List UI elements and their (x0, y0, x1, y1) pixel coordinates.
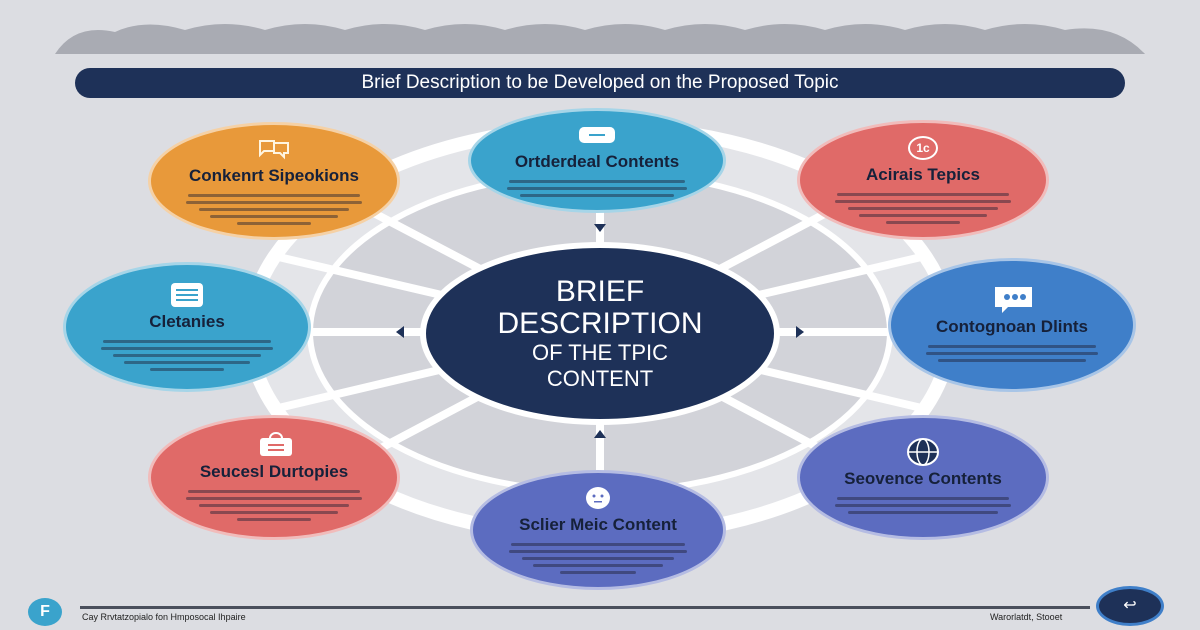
text-placeholder-line (835, 504, 1011, 507)
text-placeholder-line (236, 221, 312, 225)
text-placeholder-line (188, 193, 360, 197)
face-icon (578, 485, 618, 511)
text-placeholder-line (848, 511, 998, 514)
badge-text: 1c (908, 135, 938, 160)
text-placeholder-line (835, 199, 1011, 203)
topic-title: Seovence Contents (844, 469, 1002, 488)
topic-node: Sclier Meic Content (470, 470, 726, 590)
text-placeholder-line (532, 563, 664, 567)
text-placeholder-line (837, 497, 1009, 500)
text-placeholder-line (100, 346, 274, 350)
topic-title: Contognoan Dlints (935, 316, 1089, 336)
topic-node: Seucesl Durtopies (148, 415, 400, 540)
topic-title: Acirais Tepics (865, 164, 981, 184)
text-placeholder-line (123, 360, 251, 364)
footer-logo: F (28, 598, 62, 626)
text-placeholder-line (186, 497, 362, 500)
text-placeholder-line (927, 344, 1097, 348)
center-line: CONTENT (546, 365, 654, 391)
text-placeholder-line (199, 207, 349, 211)
topic-node: Seovence Contents (797, 415, 1049, 540)
text-placeholder-line (209, 511, 339, 514)
text-placeholder-line (848, 206, 998, 210)
text-placeholder-line (199, 504, 349, 507)
topic-node: Contognoan Dlints (888, 258, 1136, 392)
center-line: BRIEF (555, 274, 645, 308)
text-placeholder-line (509, 180, 685, 183)
text-placeholder-line (925, 351, 1099, 355)
cloud-banner (55, 24, 1145, 54)
text-placeholder-line (510, 542, 686, 546)
chat-bubbles-icon (254, 136, 294, 162)
topic-title: Sclier Meic Content (519, 514, 677, 534)
topic-node: Cletanies (63, 262, 311, 392)
document-icon (167, 282, 207, 308)
text-placeholder-line (150, 367, 224, 371)
text-placeholder-line (102, 339, 272, 343)
arrow-markers (396, 224, 804, 438)
topic-node: Ortderdeal Contents (468, 108, 726, 213)
text-placeholder-line (858, 213, 988, 217)
tag-icon (577, 122, 617, 148)
footer-right-text: Warorlatdt, Stooet (990, 612, 1063, 622)
footer-badge-icon: ↩︎ (1096, 586, 1164, 626)
topic-title: Cletanies (149, 311, 225, 331)
bag-icon (254, 432, 294, 458)
text-placeholder-line (113, 353, 261, 357)
text-placeholder-line (236, 518, 312, 521)
center-line: OF THE TPIC (531, 339, 669, 365)
footer-left-text: Cay Rrvtatzopialo fon Hmposocal Ihpaire (82, 612, 246, 622)
text-placeholder-line (507, 187, 687, 190)
topic-node: Conkenrt Sipeokions (148, 122, 400, 240)
footer-divider (80, 606, 1090, 609)
speech-bubble-icon (992, 286, 1032, 313)
text-placeholder-line (188, 490, 360, 493)
text-placeholder-line (520, 194, 674, 197)
text-placeholder-line (186, 200, 362, 204)
topic-title: Seucesl Durtopies (199, 462, 349, 481)
text-placeholder-line (938, 358, 1086, 362)
number-badge-icon: 1c (903, 135, 943, 161)
text-placeholder-line (521, 556, 675, 560)
text-placeholder-line (209, 214, 339, 218)
page-title: Brief Description to be Developed on the… (75, 68, 1125, 98)
topic-title: Ortderdeal Contents (514, 152, 680, 171)
text-placeholder-line (837, 192, 1009, 196)
topic-title: Conkenrt Sipeokions (188, 165, 360, 185)
text-placeholder-line (885, 220, 961, 224)
text-placeholder-line (559, 570, 637, 574)
center-line: DESCRIPTION (497, 306, 703, 340)
central-topic: BRIEF DESCRIPTION OF THE TPIC CONTENT (420, 242, 780, 425)
text-placeholder-line (508, 549, 688, 553)
globe-icon (903, 438, 943, 466)
